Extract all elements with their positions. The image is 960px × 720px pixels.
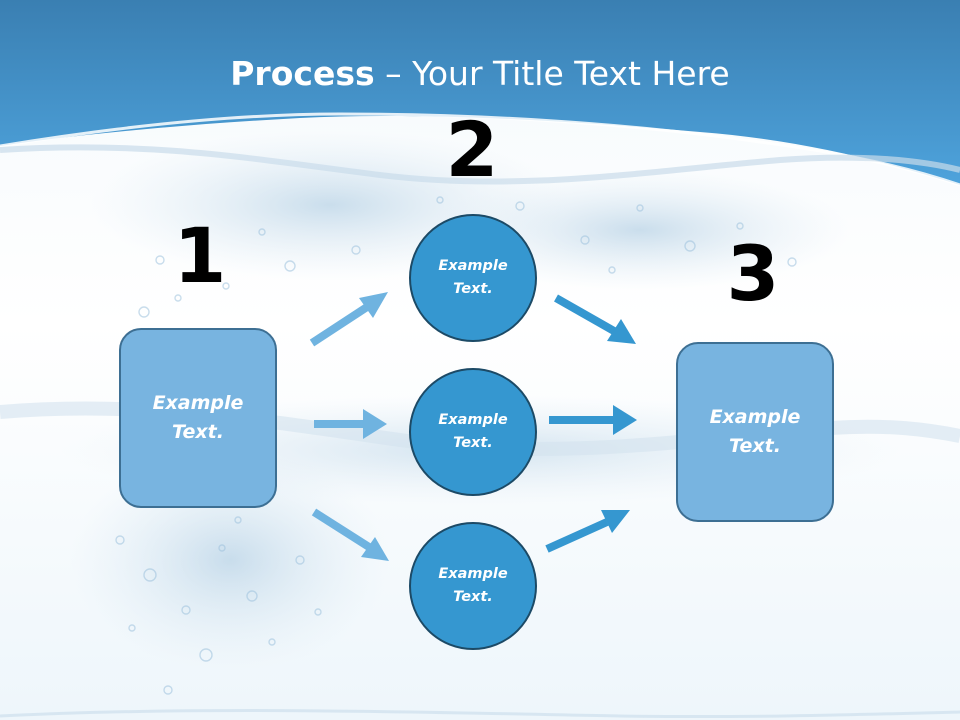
end-box-label: Example Text.: [709, 406, 801, 457]
start-box: Example Text.: [119, 328, 277, 508]
process-circle-bottom: Example Text.: [409, 522, 537, 650]
slide-title: Process – Your Title Text Here: [0, 52, 960, 96]
circle-middle-label: Example Text.: [438, 412, 508, 451]
start-box-label: Example Text.: [152, 392, 244, 443]
circle-top-label: Example Text.: [438, 258, 508, 297]
process-circle-top: Example Text.: [409, 214, 537, 342]
circle-bottom-label: Example Text.: [438, 566, 508, 605]
header-band: [0, 0, 960, 185]
title-rest: – Your Title Text Here: [374, 54, 730, 93]
step-number-3: 3: [726, 229, 780, 318]
step-number-1: 1: [173, 211, 227, 300]
end-box: Example Text.: [676, 342, 834, 522]
step-number-2: 2: [445, 105, 499, 194]
process-circle-middle: Example Text.: [409, 368, 537, 496]
title-bold: Process: [230, 54, 375, 93]
